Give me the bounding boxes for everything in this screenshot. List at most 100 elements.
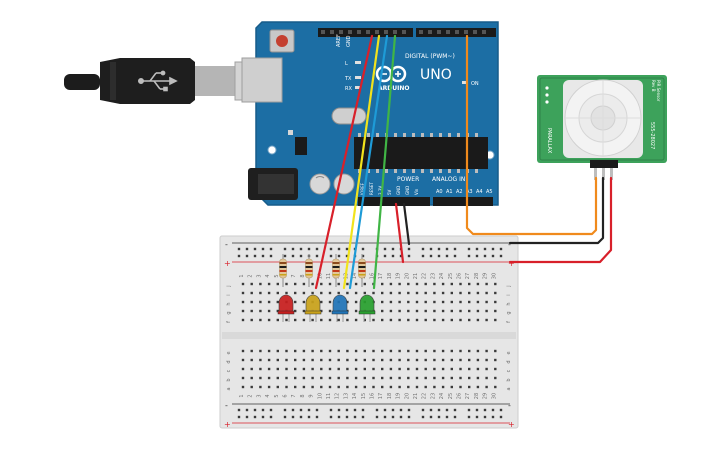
- breadboard-hole[interactable]: [381, 282, 384, 286]
- breadboard-hole[interactable]: [363, 318, 366, 322]
- breadboard-hole[interactable]: [302, 349, 306, 353]
- breadboard-hole[interactable]: [259, 309, 262, 313]
- breadboard-hole[interactable]: [354, 318, 358, 322]
- breadboard-hole[interactable]: [294, 358, 297, 362]
- breadboard-hole[interactable]: [267, 349, 271, 353]
- breadboard-hole[interactable]: [311, 291, 314, 295]
- rail-hole[interactable]: [467, 247, 471, 251]
- breadboard-hole[interactable]: [381, 349, 384, 353]
- rail-hole[interactable]: [399, 415, 403, 419]
- breadboard-hole[interactable]: [398, 376, 401, 380]
- breadboard-hole[interactable]: [433, 291, 436, 295]
- breadboard-hole[interactable]: [494, 291, 497, 295]
- rail-hole[interactable]: [307, 408, 311, 412]
- breadboard-hole[interactable]: [441, 300, 445, 304]
- breadboard-hole[interactable]: [250, 385, 253, 389]
- breadboard-hole[interactable]: [389, 385, 393, 389]
- breadboard-hole[interactable]: [241, 376, 245, 380]
- breadboard-hole[interactable]: [459, 291, 462, 295]
- rail-hole[interactable]: [283, 415, 287, 419]
- rail-hole[interactable]: [253, 254, 257, 258]
- breadboard-hole[interactable]: [424, 358, 427, 362]
- wire-black-gnd[interactable]: [402, 202, 411, 246]
- breadboard-hole[interactable]: [294, 282, 297, 286]
- breadboard-hole[interactable]: [485, 367, 488, 371]
- breadboard-hole[interactable]: [441, 358, 445, 362]
- breadboard-hole[interactable]: [363, 385, 366, 389]
- breadboard-hole[interactable]: [328, 367, 332, 371]
- rail-hole[interactable]: [269, 408, 273, 412]
- breadboard-hole[interactable]: [267, 367, 271, 371]
- breadboard-hole[interactable]: [468, 282, 471, 286]
- arduino-uno-board[interactable]: AREF GND DIGITAL (PWM~) L TX RX ARDUINO …: [241, 21, 499, 206]
- breadboard-hole[interactable]: [363, 349, 366, 353]
- breadboard-hole[interactable]: [363, 291, 366, 295]
- breadboard-hole[interactable]: [276, 318, 279, 322]
- wire-black-pir[interactable]: [508, 176, 605, 245]
- breadboard-hole[interactable]: [354, 300, 358, 304]
- breadboard-hole[interactable]: [320, 300, 323, 304]
- rail-hole[interactable]: [337, 254, 341, 258]
- breadboard-hole[interactable]: [415, 385, 419, 389]
- rail-hole[interactable]: [245, 247, 249, 251]
- breadboard-hole[interactable]: [285, 349, 288, 353]
- breadboard-hole[interactable]: [433, 385, 436, 389]
- breadboard-hole[interactable]: [441, 318, 445, 322]
- breadboard-hole[interactable]: [241, 282, 245, 286]
- breadboard-hole[interactable]: [311, 282, 314, 286]
- breadboard-hole[interactable]: [433, 376, 436, 380]
- breadboard-hole[interactable]: [381, 376, 384, 380]
- breadboard-hole[interactable]: [389, 300, 393, 304]
- breadboard-hole[interactable]: [424, 367, 427, 371]
- breadboard-hole[interactable]: [389, 349, 393, 353]
- breadboard-hole[interactable]: [485, 309, 488, 313]
- rail-hole[interactable]: [453, 247, 457, 251]
- breadboard-hole[interactable]: [354, 385, 358, 389]
- rail-hole[interactable]: [345, 408, 349, 412]
- resistor[interactable]: [305, 254, 313, 287]
- breadboard-hole[interactable]: [302, 376, 306, 380]
- rail-hole[interactable]: [437, 408, 441, 412]
- breadboard-hole[interactable]: [424, 291, 427, 295]
- breadboard-hole[interactable]: [468, 300, 471, 304]
- breadboard-hole[interactable]: [276, 367, 279, 371]
- breadboard-hole[interactable]: [311, 376, 314, 380]
- breadboard-hole[interactable]: [320, 367, 323, 371]
- breadboard-hole[interactable]: [259, 358, 262, 362]
- resistor[interactable]: [358, 254, 366, 287]
- breadboard-hole[interactable]: [398, 318, 401, 322]
- rail-hole[interactable]: [391, 254, 395, 258]
- breadboard-hole[interactable]: [450, 349, 453, 353]
- breadboard-hole[interactable]: [485, 300, 488, 304]
- breadboard-hole[interactable]: [267, 318, 271, 322]
- rail-hole[interactable]: [399, 408, 403, 412]
- rail-hole[interactable]: [253, 408, 257, 412]
- rail-hole[interactable]: [361, 247, 365, 251]
- wire-red-pir[interactable]: [508, 176, 613, 264]
- rail-hole[interactable]: [245, 408, 249, 412]
- breadboard-hole[interactable]: [494, 300, 497, 304]
- breadboard-hole[interactable]: [276, 291, 279, 295]
- breadboard-hole[interactable]: [354, 282, 358, 286]
- breadboard-hole[interactable]: [276, 358, 279, 362]
- breadboard-hole[interactable]: [320, 291, 323, 295]
- breadboard-hole[interactable]: [328, 282, 332, 286]
- rail-hole[interactable]: [445, 254, 449, 258]
- breadboard-hole[interactable]: [459, 349, 462, 353]
- wires[interactable]: [314, 34, 613, 290]
- rail-hole[interactable]: [445, 408, 449, 412]
- rail-hole[interactable]: [453, 254, 457, 258]
- breadboard-hole[interactable]: [337, 376, 340, 380]
- breadboard-hole[interactable]: [285, 318, 288, 322]
- breadboard-hole[interactable]: [450, 309, 453, 313]
- breadboard-hole[interactable]: [372, 358, 375, 362]
- breadboard-hole[interactable]: [485, 358, 488, 362]
- rail-hole[interactable]: [467, 254, 471, 258]
- breadboard-hole[interactable]: [276, 376, 279, 380]
- breadboard-hole[interactable]: [294, 349, 297, 353]
- led-green[interactable]: [358, 294, 376, 322]
- rail-hole[interactable]: [383, 254, 387, 258]
- rail-hole[interactable]: [421, 415, 425, 419]
- breadboard-hole[interactable]: [459, 358, 462, 362]
